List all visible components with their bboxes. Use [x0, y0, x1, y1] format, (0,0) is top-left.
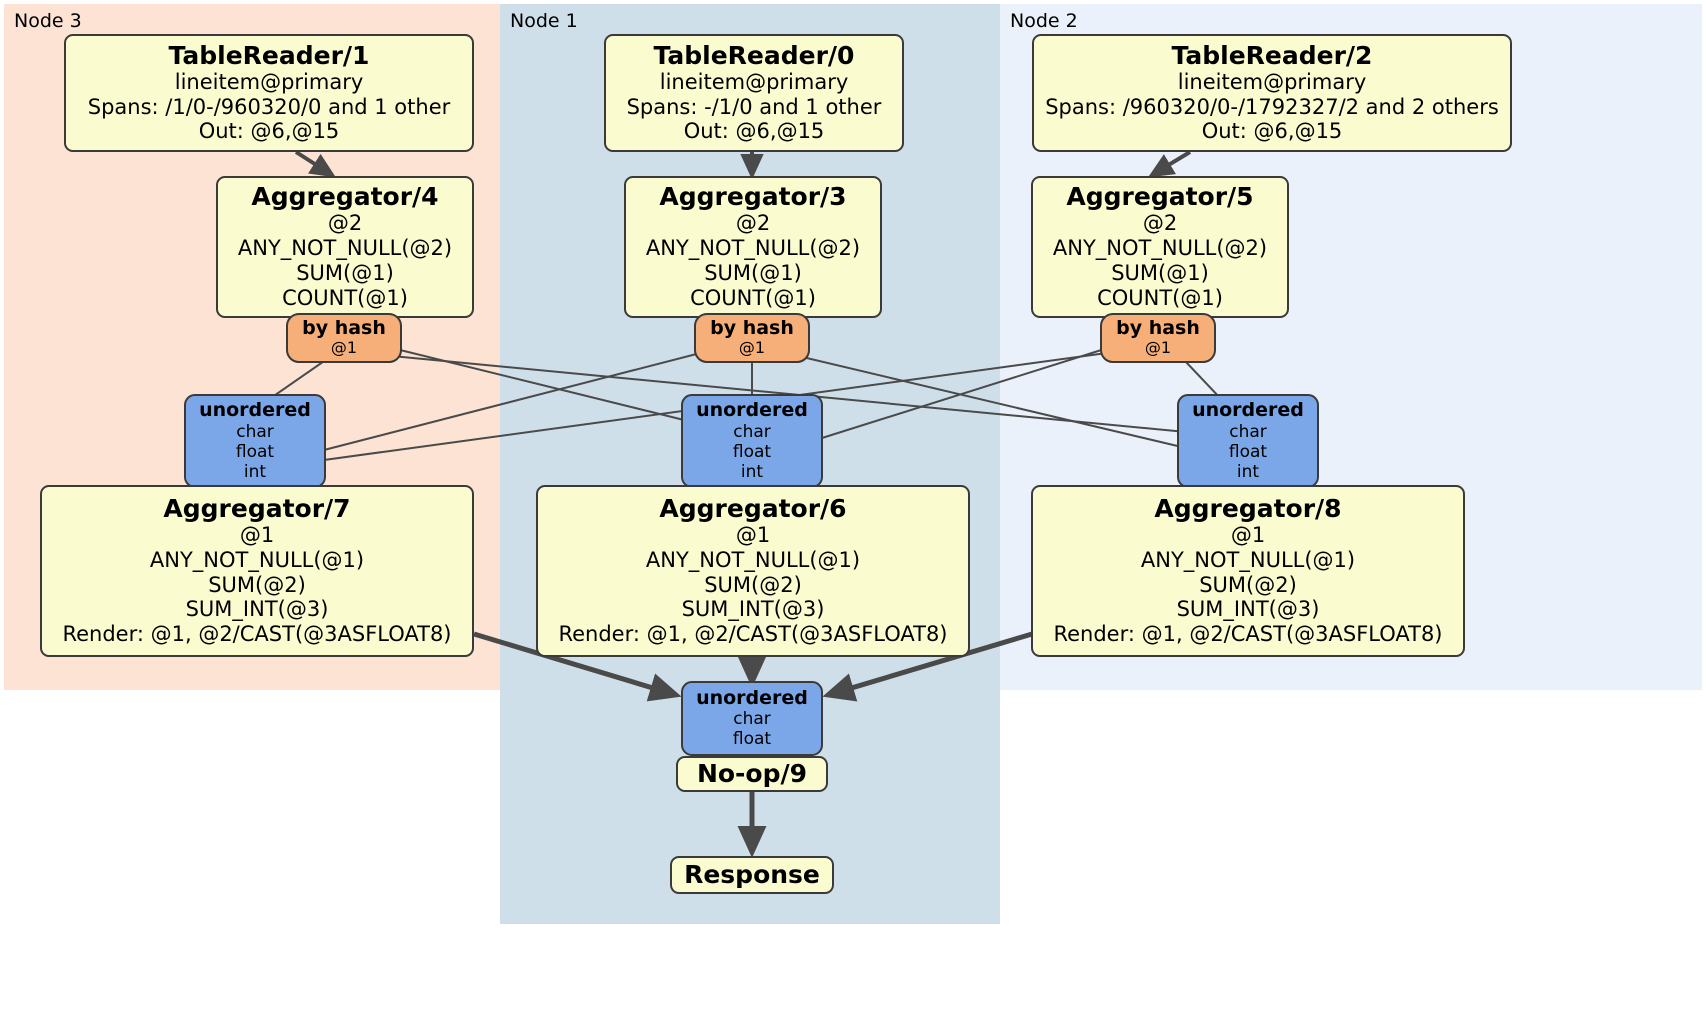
node-detail-line: ANY_NOT_NULL(@1) [1140, 547, 1356, 572]
sync-title: unordered [199, 399, 311, 422]
node-detail-line: ANY_NOT_NULL(@1) [149, 547, 365, 572]
partition-label-node-1: Node 1 [510, 10, 578, 32]
node-detail-line: @1 [735, 523, 771, 548]
router-by-hash-right[interactable]: by hash @1 [1100, 313, 1216, 363]
node-detail-line: Render: @1, @2/CAST(@3ASFLOAT8) [62, 622, 452, 647]
node-detail-line: @1 [1230, 523, 1266, 548]
node-detail-line: COUNT(@1) [1097, 285, 1223, 310]
synchronizer-unordered-final[interactable]: unordered char float [681, 681, 823, 756]
node-detail-line: SUM_INT(@3) [185, 597, 329, 622]
sync-type-line: int [243, 461, 267, 482]
router-detail-line: @1 [738, 338, 766, 358]
router-title: by hash [302, 316, 386, 339]
node-title: Aggregator/4 [251, 182, 439, 212]
node-title: Aggregator/8 [1154, 494, 1342, 524]
synchronizer-unordered-middle[interactable]: unordered char float int [681, 394, 823, 488]
node-detail-line: Spans: /1/0-/960320/0 and 1 other [87, 94, 451, 119]
node-detail-line: SUM(@2) [1199, 572, 1297, 597]
sync-type-line: float [732, 441, 772, 462]
node-title: Aggregator/6 [659, 494, 847, 524]
node-detail-line: Out: @6,@15 [683, 119, 825, 144]
node-title: TableReader/1 [168, 40, 370, 70]
processor-noop-9[interactable]: No-op/9 [676, 756, 828, 792]
router-title: by hash [1116, 316, 1200, 339]
node-title: TableReader/2 [1171, 40, 1373, 70]
node-detail-line: Spans: -/1/0 and 1 other [626, 94, 882, 119]
sync-type-line: char [236, 421, 274, 442]
node-detail-line: SUM_INT(@3) [1176, 597, 1320, 622]
node-detail-line: SUM_INT(@3) [681, 597, 825, 622]
processor-aggregator-4[interactable]: Aggregator/4 @2 ANY_NOT_NULL(@2) SUM(@1)… [216, 176, 474, 318]
node-detail-line: SUM(@1) [1111, 261, 1209, 285]
node-detail-line: ANY_NOT_NULL(@2) [1052, 236, 1268, 261]
node-detail-line: Out: @6,@15 [1201, 119, 1343, 144]
node-title: Aggregator/5 [1066, 182, 1254, 212]
processor-aggregator-7[interactable]: Aggregator/7 @1 ANY_NOT_NULL(@1) SUM(@2)… [40, 485, 474, 657]
router-detail-line: @1 [1144, 338, 1172, 358]
sync-type-line: char [733, 709, 771, 730]
node-detail-line: SUM(@2) [208, 572, 306, 597]
node-detail-line: lineitem@primary [174, 69, 364, 94]
node-detail-line: SUM(@1) [296, 261, 394, 285]
sync-type-line: char [733, 421, 771, 442]
node-detail-line: ANY_NOT_NULL(@2) [237, 236, 453, 261]
router-by-hash-middle[interactable]: by hash @1 [694, 313, 810, 363]
router-by-hash-left[interactable]: by hash @1 [286, 313, 402, 363]
sync-type-line: float [235, 441, 275, 462]
processor-tablereader-1[interactable]: TableReader/1 lineitem@primary Spans: /1… [64, 34, 474, 152]
node-title: TableReader/0 [653, 40, 855, 70]
processor-tablereader-0[interactable]: TableReader/0 lineitem@primary Spans: -/… [604, 34, 904, 152]
node-detail-line: ANY_NOT_NULL(@1) [645, 547, 861, 572]
node-title: Aggregator/3 [659, 182, 847, 212]
node-detail-line: SUM(@2) [704, 572, 802, 597]
sync-type-line: char [1229, 421, 1267, 442]
node-title: Aggregator/7 [163, 494, 351, 524]
synchronizer-unordered-right[interactable]: unordered char float int [1177, 394, 1319, 488]
node-detail-line: lineitem@primary [659, 69, 849, 94]
processor-tablereader-2[interactable]: TableReader/2 lineitem@primary Spans: /9… [1032, 34, 1512, 152]
processor-aggregator-3[interactable]: Aggregator/3 @2 ANY_NOT_NULL(@2) SUM(@1)… [624, 176, 882, 318]
partition-label-node-3: Node 3 [14, 10, 82, 32]
node-detail-line: Render: @1, @2/CAST(@3ASFLOAT8) [1053, 622, 1443, 647]
node-detail-line: Render: @1, @2/CAST(@3ASFLOAT8) [558, 622, 948, 647]
sync-type-line: int [1236, 461, 1260, 482]
sync-type-line: int [740, 461, 764, 482]
processor-aggregator-5[interactable]: Aggregator/5 @2 ANY_NOT_NULL(@2) SUM(@1)… [1031, 176, 1289, 318]
node-detail-line: COUNT(@1) [690, 285, 816, 310]
sync-type-line: float [1228, 441, 1268, 462]
node-detail-line: @2 [327, 211, 363, 236]
router-title: by hash [710, 316, 794, 339]
node-detail-line: COUNT(@1) [282, 285, 408, 310]
node-detail-line: ANY_NOT_NULL(@2) [645, 236, 861, 261]
router-detail-line: @1 [330, 338, 358, 358]
node-detail-line: SUM(@1) [704, 261, 802, 285]
node-detail-line: @2 [735, 211, 771, 236]
node-title: Response [684, 860, 820, 889]
processor-aggregator-8[interactable]: Aggregator/8 @1 ANY_NOT_NULL(@1) SUM(@2)… [1031, 485, 1465, 657]
node-detail-line: @1 [239, 523, 275, 548]
node-detail-line: @2 [1142, 211, 1178, 236]
processor-aggregator-6[interactable]: Aggregator/6 @1 ANY_NOT_NULL(@1) SUM(@2)… [536, 485, 970, 657]
node-detail-line: Spans: /960320/0-/1792327/2 and 2 others [1045, 94, 1499, 119]
sync-type-line: float [732, 729, 772, 750]
node-detail-line: Out: @6,@15 [198, 119, 340, 144]
sync-title: unordered [696, 686, 808, 709]
sync-title: unordered [696, 399, 808, 422]
sync-title: unordered [1192, 399, 1304, 422]
node-detail-line: lineitem@primary [1177, 69, 1367, 94]
synchronizer-unordered-left[interactable]: unordered char float int [184, 394, 326, 488]
processor-response[interactable]: Response [670, 856, 834, 894]
partition-label-node-2: Node 2 [1010, 10, 1078, 32]
node-title: No-op/9 [696, 759, 808, 788]
